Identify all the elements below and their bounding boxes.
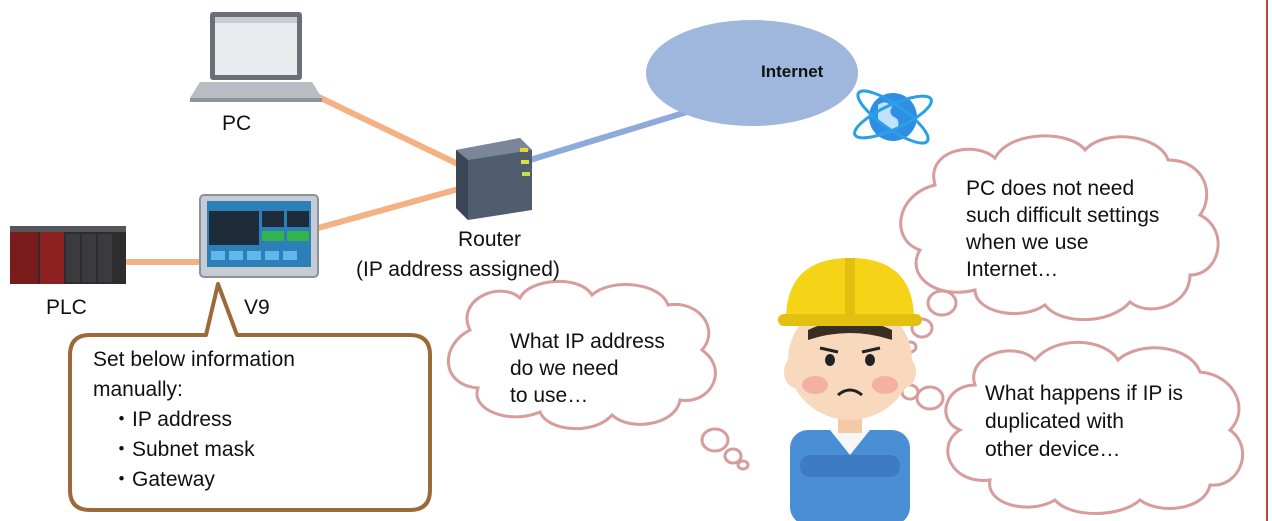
callout-line: ・Gateway	[111, 468, 215, 491]
thought-bottom-right-text: What happens if IP is duplicated with ot…	[985, 380, 1183, 464]
thought-line: PC does not need	[966, 177, 1135, 200]
callout-v9-settings	[68, 282, 432, 512]
callout-line: ・IP address	[111, 408, 233, 431]
link-router-internet	[527, 105, 703, 163]
plc-label: PLC	[46, 296, 87, 319]
router-note: (IP address assigned)	[356, 258, 560, 281]
thought-bubble-left	[446, 280, 750, 471]
callout-line: Set below information	[93, 348, 295, 371]
thought-line: duplicated with	[985, 410, 1124, 433]
worker-character	[778, 258, 922, 521]
link-v9-router	[315, 187, 458, 231]
thought-top-right-text: PC does not need such difficult settings…	[966, 175, 1159, 283]
callout-line: manually:	[93, 378, 183, 401]
laptop-icon	[190, 12, 322, 102]
thought-line: when we use	[966, 231, 1089, 254]
v9-panel-icon	[199, 194, 319, 278]
pc-label: PC	[222, 112, 252, 135]
plc-icon	[10, 226, 126, 284]
thought-line: such difficult settings	[966, 204, 1160, 227]
page-edge-border	[1266, 0, 1268, 521]
thought-line: to use…	[510, 384, 589, 407]
thought-line: other device…	[985, 438, 1121, 461]
link-pc-router	[297, 85, 463, 168]
thought-line: What happens if IP is	[985, 382, 1184, 405]
thought-bubble-bottom-right	[890, 340, 1245, 515]
thought-bubble-top-right	[899, 134, 1220, 354]
thought-left-text: What IP address do we need to use…	[510, 328, 665, 409]
thought-line: Internet…	[966, 258, 1059, 281]
callout-line: ・Subnet mask	[111, 438, 255, 461]
thought-line: do we need	[510, 357, 619, 380]
globe-icon	[853, 89, 933, 145]
router-label: Router	[458, 228, 522, 251]
internet-cloud	[646, 20, 858, 126]
v9-label: V9	[244, 296, 270, 319]
router-icon	[456, 138, 532, 220]
callout-v9-text: Set below information manually: ・IP addr…	[93, 345, 295, 495]
thought-line: What IP address	[510, 330, 665, 353]
internet-label: Internet	[761, 62, 824, 81]
